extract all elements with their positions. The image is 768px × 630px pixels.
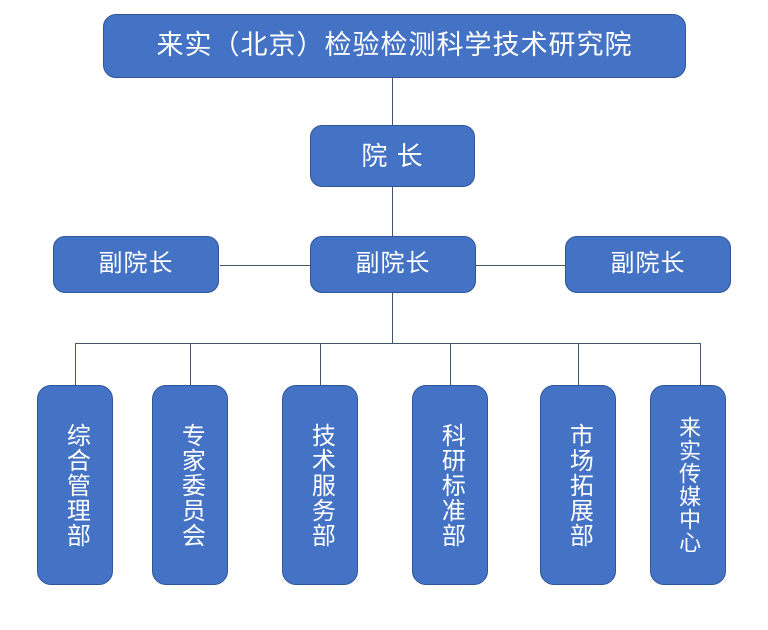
- org-node-director[interactable]: 院 长: [310, 125, 475, 187]
- connector-root-to-director: [392, 78, 393, 125]
- connector-bus-to-department-1: [75, 343, 76, 385]
- department-label: 科研标准部: [437, 422, 465, 548]
- org-node-department-research-standards[interactable]: 科研标准部: [412, 385, 488, 585]
- org-node-department-expert-committee[interactable]: 专家委员会: [152, 385, 228, 585]
- connector-department-bus: [75, 343, 701, 344]
- connector-deputy-center-to-left: [220, 265, 310, 266]
- department-label: 综合管理部: [62, 422, 90, 548]
- org-node-deputy-director-right[interactable]: 副院长: [565, 236, 731, 293]
- connector-bus-to-department-3: [320, 343, 321, 385]
- connector-bus-to-department-6: [700, 343, 701, 385]
- department-label: 市场拓展部: [565, 422, 593, 548]
- connector-bus-to-department-2: [190, 343, 191, 385]
- org-node-deputy-director-center[interactable]: 副院长: [310, 236, 476, 293]
- org-node-department-general-management[interactable]: 综合管理部: [37, 385, 113, 585]
- connector-bus-to-department-5: [578, 343, 579, 385]
- connector-director-to-deputy-center: [392, 187, 393, 236]
- department-label: 技术服务部: [307, 422, 335, 548]
- org-node-department-laishi-media-center[interactable]: 来实传媒中心: [650, 385, 726, 585]
- department-label: 专家委员会: [177, 422, 205, 548]
- connector-bus-to-department-4: [450, 343, 451, 385]
- org-node-department-technical-service[interactable]: 技术服务部: [282, 385, 358, 585]
- connector-deputy-center-to-right: [475, 265, 565, 266]
- department-label: 来实传媒中心: [676, 416, 702, 554]
- org-node-institute[interactable]: 来实（北京）检验检测科学技术研究院: [103, 14, 686, 78]
- org-node-deputy-director-left[interactable]: 副院长: [53, 236, 219, 293]
- connector-deputy-to-bus: [392, 293, 393, 343]
- org-node-department-market-development[interactable]: 市场拓展部: [540, 385, 616, 585]
